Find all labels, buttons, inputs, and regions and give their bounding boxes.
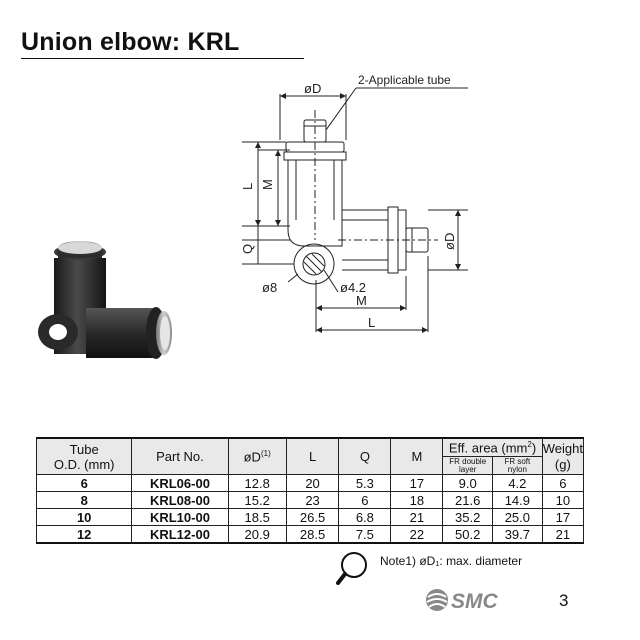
cell-tube: 6 <box>35 474 133 492</box>
cell-fr-soft: 25.0 <box>492 508 543 526</box>
dim-l-horizontal: L <box>368 315 375 330</box>
cell-q: 5.3 <box>338 474 392 492</box>
dimension-drawing: øD 2-Applicable tube M L Q øD ø8 <box>240 73 468 333</box>
cell-od: 20.9 <box>227 525 287 544</box>
cell-l: 23 <box>285 491 340 509</box>
table-row: 12 KRL12-00 20.9 28.5 7.5 22 50.2 39.7 2… <box>35 525 585 544</box>
header-weight: Weight (g) <box>541 437 585 475</box>
title-underline <box>21 58 304 59</box>
cell-weight: 10 <box>541 491 585 509</box>
smc-logo: SMC <box>426 589 499 613</box>
applicable-tube-label: 2-Applicable tube <box>358 73 451 87</box>
cell-q: 6 <box>338 491 392 509</box>
cell-weight: 6 <box>541 474 585 492</box>
note-text: Note1) øD₁: max. diameter <box>380 554 523 568</box>
page-title: Union elbow: KRL <box>21 28 240 56</box>
table-row: 10 KRL10-00 18.5 26.5 6.8 21 35.2 25.0 1… <box>35 508 585 526</box>
cell-od: 15.2 <box>227 491 287 509</box>
cell-m: 22 <box>390 525 444 544</box>
cell-od: 18.5 <box>227 508 287 526</box>
header-q: Q <box>338 437 392 475</box>
header-od: øD(1) <box>227 437 287 475</box>
dim-od-right: øD <box>442 233 457 250</box>
cell-fr-soft: 39.7 <box>492 525 543 544</box>
cell-tube: 8 <box>35 491 133 509</box>
page-number: 3 <box>559 591 569 610</box>
cell-weight: 17 <box>541 508 585 526</box>
spec-table: Tube O.D. (mm) Part No. øD(1) L Q M Eff.… <box>35 437 585 544</box>
dim-8: ø8 <box>262 280 277 295</box>
dim-q: Q <box>240 244 255 254</box>
cell-fr-double: 35.2 <box>442 508 494 526</box>
cell-fr-soft: 14.9 <box>492 491 543 509</box>
cell-od: 12.8 <box>227 474 287 492</box>
dim-m-horizontal: M <box>356 293 367 308</box>
cell-l: 28.5 <box>285 525 340 544</box>
header-fr-double: FR double layer <box>442 456 494 475</box>
cell-fr-soft: 4.2 <box>492 474 543 492</box>
cell-fr-double: 21.6 <box>442 491 494 509</box>
header-m: M <box>390 437 444 475</box>
logo-text: SMC <box>451 590 499 613</box>
cell-m: 18 <box>390 491 444 509</box>
cell-q: 7.5 <box>338 525 392 544</box>
table-row: 8 KRL08-00 15.2 23 6 18 21.6 14.9 10 <box>35 491 585 509</box>
cell-m: 17 <box>390 474 444 492</box>
header-eff-area: Eff. area (mm2) <box>442 437 543 457</box>
cell-l: 20 <box>285 474 340 492</box>
cell-weight: 21 <box>541 525 585 544</box>
header-part-no: Part No. <box>131 437 229 475</box>
dim-l-vertical: L <box>240 183 255 190</box>
cell-tube: 12 <box>35 525 133 544</box>
magnifier-icon <box>336 552 367 585</box>
cell-l: 26.5 <box>285 508 340 526</box>
dim-m-vertical: M <box>260 179 275 190</box>
cell-fr-double: 50.2 <box>442 525 494 544</box>
header-fr-soft: FR soft nylon <box>492 456 543 475</box>
cell-part: KRL08-00 <box>131 491 229 509</box>
cell-part: KRL06-00 <box>131 474 229 492</box>
product-photo <box>38 241 172 359</box>
header-tube-od: Tube O.D. (mm) <box>35 437 133 475</box>
header-l: L <box>285 437 340 475</box>
dim-4-2: ø4.2 <box>340 280 366 295</box>
cell-part: KRL12-00 <box>131 525 229 544</box>
cell-part: KRL10-00 <box>131 508 229 526</box>
dim-od-top: øD <box>304 81 321 96</box>
cell-q: 6.8 <box>338 508 392 526</box>
cell-tube: 10 <box>35 508 133 526</box>
cell-fr-double: 9.0 <box>442 474 494 492</box>
table-row: 6 KRL06-00 12.8 20 5.3 17 9.0 4.2 6 <box>35 474 585 492</box>
cell-m: 21 <box>390 508 444 526</box>
